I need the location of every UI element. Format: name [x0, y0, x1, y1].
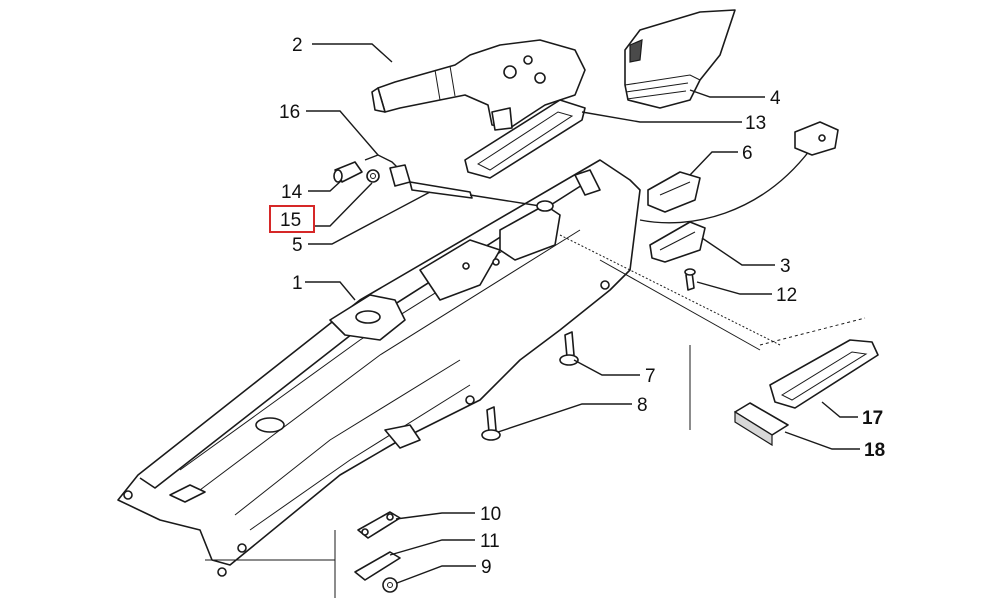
highlight-box-15	[269, 205, 315, 233]
label-16: 16	[279, 102, 300, 123]
subassembly-outline	[205, 234, 866, 598]
part-3-switch	[649, 221, 706, 263]
part-6-clip	[647, 171, 701, 213]
label-11: 11	[480, 531, 500, 552]
label-7: 7	[645, 366, 656, 387]
label-9: 9	[481, 557, 492, 578]
part-8-bolt	[481, 406, 501, 441]
label-3: 3	[780, 256, 791, 277]
part-14-pin	[333, 161, 363, 183]
label-18: 18	[864, 440, 885, 461]
part-17-strap	[769, 339, 879, 409]
label-10: 10	[480, 504, 501, 525]
part-11-washer-plate	[354, 551, 401, 581]
part-number-labels: 2 16 14 15 5 1 4 13 6 3 12 7 8 17 18 10 …	[279, 35, 885, 578]
part-7-bolt	[559, 331, 579, 366]
label-1: 1	[292, 273, 303, 294]
label-14: 14	[281, 182, 303, 203]
part-4-gaiter-boot	[624, 9, 736, 109]
part-1-tunnel-bracket	[117, 159, 641, 577]
label-15: 15	[280, 210, 301, 231]
label-2: 2	[292, 35, 303, 56]
leader-lines	[305, 43, 860, 584]
part-12-bolt	[684, 268, 696, 291]
part-5-cable-rod	[409, 181, 554, 212]
part-16-spring-clip	[364, 154, 411, 187]
wire-harness	[639, 121, 839, 224]
part-2-handbrake-lever	[371, 39, 586, 131]
label-13: 13	[745, 113, 766, 134]
label-4: 4	[770, 88, 781, 109]
label-5: 5	[292, 235, 303, 256]
label-8: 8	[637, 395, 648, 416]
part-9-nut	[382, 577, 398, 593]
part-13-gasket	[464, 99, 586, 179]
part-10-bracket-plate	[357, 511, 401, 539]
label-6: 6	[742, 143, 753, 164]
label-17: 17	[862, 408, 883, 429]
label-12: 12	[776, 285, 797, 306]
part-15-nut	[366, 169, 380, 183]
part-18-pad	[734, 402, 789, 447]
